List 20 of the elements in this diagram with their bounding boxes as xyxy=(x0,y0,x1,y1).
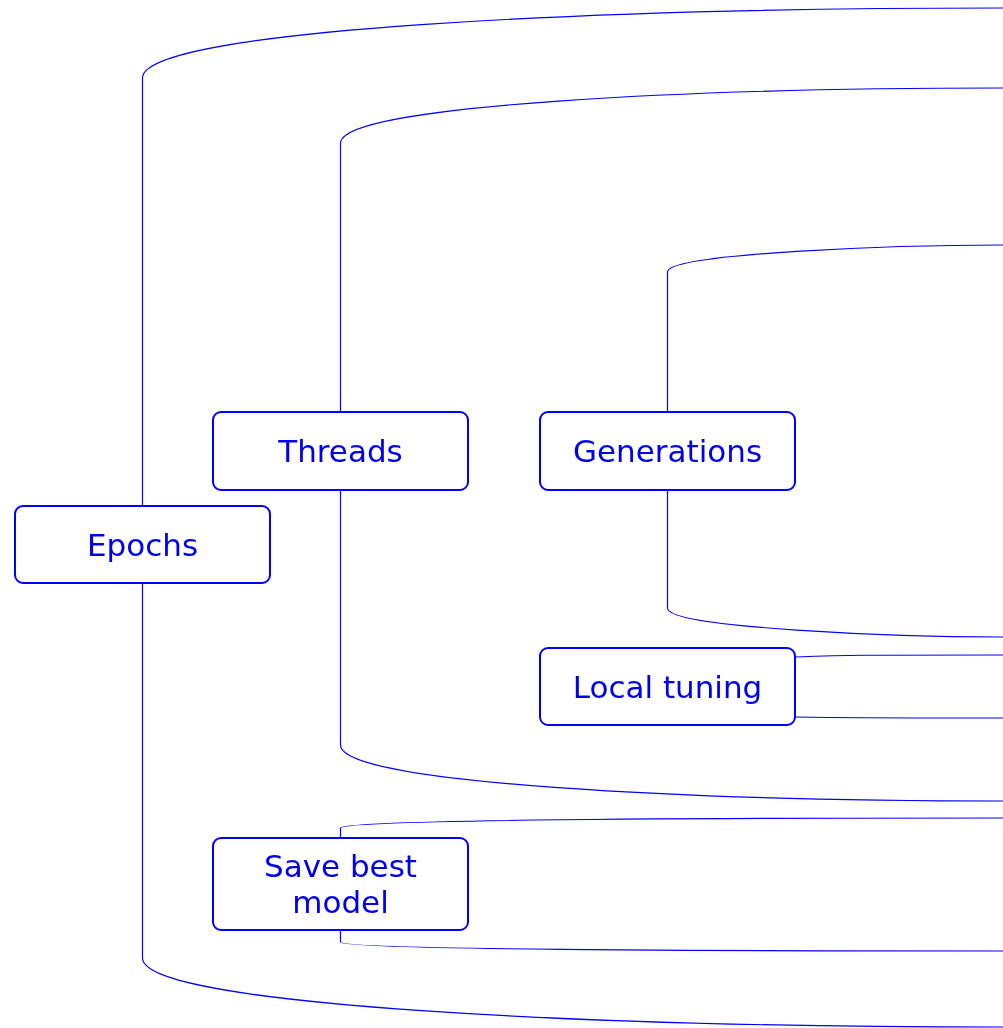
process-box xyxy=(539,411,796,491)
node-label: Threads xyxy=(278,433,403,469)
connector-line xyxy=(666,490,1003,638)
process-box xyxy=(14,505,271,584)
connector-line xyxy=(795,654,1003,658)
connector-line xyxy=(795,716,1003,719)
connector-line xyxy=(339,930,1003,952)
connector-line xyxy=(141,583,1003,1028)
process-box xyxy=(212,411,469,491)
connector-line xyxy=(141,7,1003,506)
connector-line xyxy=(666,244,1003,412)
node-label: Epochs xyxy=(86,526,199,563)
process-box xyxy=(212,837,469,931)
connector-line xyxy=(339,87,1003,412)
node-label: Local tuning xyxy=(572,668,763,705)
process-box xyxy=(539,647,796,726)
node-label: Save best model xyxy=(263,848,418,920)
node-label: Generations xyxy=(572,433,763,469)
connector-line xyxy=(339,490,1003,802)
connector-line xyxy=(339,817,1003,838)
